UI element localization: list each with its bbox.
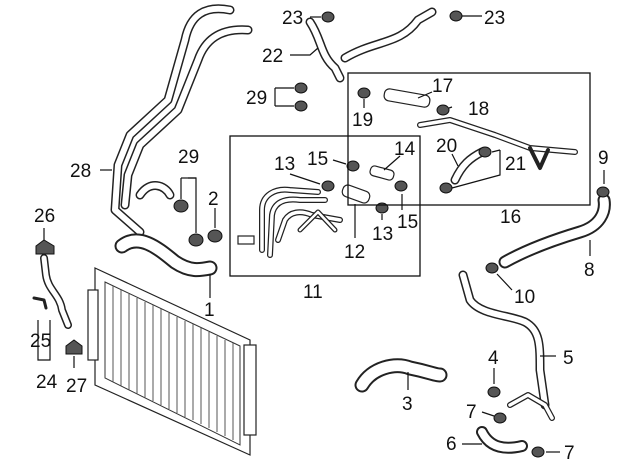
callout-23-right: 23 <box>484 8 505 29</box>
clamp-15-top <box>346 160 360 172</box>
callout-5: 5 <box>563 348 574 369</box>
callout-15-left: 15 <box>307 149 328 170</box>
clamp-9 <box>596 186 610 198</box>
hose-6 <box>476 426 528 454</box>
callout-18: 18 <box>468 99 489 120</box>
callout-16: 16 <box>500 207 521 228</box>
callout-labels: 1 2 3 4 5 6 7 7 8 9 10 11 12 13 13 14 15… <box>30 8 609 464</box>
coolant-pipe-16 <box>417 117 578 170</box>
clamp-29-top-a <box>294 82 308 94</box>
clamp-19 <box>357 87 371 99</box>
hose-8 <box>498 193 611 269</box>
callout-13-left: 13 <box>274 154 295 175</box>
callout-20: 20 <box>436 136 457 157</box>
callout-1: 1 <box>204 300 215 321</box>
callout-10: 10 <box>514 287 535 308</box>
group-box-11 <box>229 135 421 277</box>
clamp-18 <box>436 104 450 116</box>
clamp-2 <box>207 229 223 243</box>
heater-tube-28 <box>110 4 253 237</box>
callout-13-right: 13 <box>372 224 393 245</box>
hose-17 <box>383 88 431 108</box>
clamp-15-right <box>394 180 408 192</box>
clamp-21-a <box>478 146 492 158</box>
clamp-27 <box>65 339 83 355</box>
group-box-16 <box>347 72 591 206</box>
callout-27: 27 <box>66 376 87 397</box>
callout-23-left: 23 <box>282 8 303 29</box>
callout-7-upper: 7 <box>466 402 477 423</box>
callout-25: 25 <box>30 331 51 352</box>
clamp-29-top-b <box>294 100 308 112</box>
hose-22 <box>305 7 437 83</box>
callout-19: 19 <box>352 110 373 131</box>
callout-24: 24 <box>36 372 58 393</box>
clamp-23-left <box>321 11 335 23</box>
radiator <box>87 267 257 456</box>
callout-6: 6 <box>446 434 457 455</box>
callout-4: 4 <box>488 348 499 369</box>
clamp-10 <box>485 262 499 274</box>
clamp-4 <box>487 386 501 398</box>
callout-11: 11 <box>303 282 323 303</box>
hose-3 <box>354 358 448 393</box>
clamp-7-lower <box>531 446 545 458</box>
reservoir-hose <box>32 254 72 329</box>
callout-26: 26 <box>34 206 55 227</box>
callout-12: 12 <box>344 242 365 263</box>
callout-9: 9 <box>598 148 609 169</box>
callout-22: 22 <box>262 46 283 67</box>
callout-14: 14 <box>394 139 416 160</box>
callout-3: 3 <box>402 394 413 415</box>
callout-28: 28 <box>70 161 91 182</box>
clamp-29-left-b <box>188 233 204 247</box>
clamp-13-top <box>321 180 335 192</box>
leader-lines <box>37 15 605 453</box>
clamp-7-upper <box>493 412 507 424</box>
upper-radiator-hose <box>114 233 218 278</box>
heater-pipe-assembly <box>237 186 343 258</box>
callout-2: 2 <box>208 189 219 210</box>
callout-21: 21 <box>505 154 526 175</box>
hose-12 <box>341 184 371 204</box>
callout-29-left: 29 <box>178 147 199 168</box>
callout-29-top: 29 <box>246 88 267 109</box>
callout-15-right: 15 <box>397 212 418 233</box>
clamp-21-b <box>439 182 453 194</box>
callout-7-lower: 7 <box>564 443 575 464</box>
hose-5 <box>458 270 555 421</box>
clamp-23-right <box>449 10 463 22</box>
callout-8: 8 <box>584 260 595 281</box>
hose-14 <box>369 165 395 181</box>
callout-17: 17 <box>432 76 453 97</box>
clamp-29-left-a <box>173 199 189 213</box>
clamp-26 <box>35 239 55 255</box>
